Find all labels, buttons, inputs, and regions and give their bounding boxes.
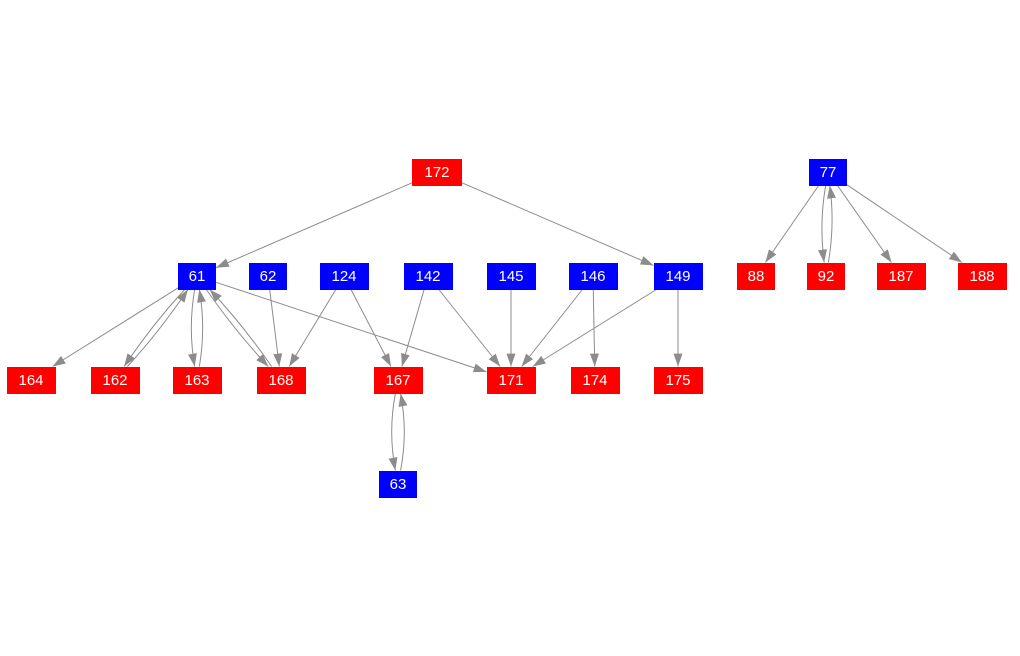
graph-node-168: 168 <box>256 366 306 394</box>
graph-node-145: 145 <box>486 262 536 290</box>
graph-node-label: 172 <box>424 163 450 181</box>
graph-node-149: 149 <box>653 262 703 290</box>
graph-edge-77-88 <box>764 185 820 263</box>
graph-node-label: 146 <box>580 267 606 285</box>
graph-node-label: 88 <box>747 267 765 285</box>
graph-edge-142-171 <box>438 289 501 367</box>
graph-edge-146-171 <box>521 289 583 367</box>
graph-node-164: 164 <box>6 366 56 394</box>
graph-edge-142-167 <box>401 289 425 367</box>
graph-node-172: 172 <box>412 158 462 186</box>
graph-node-label: 63 <box>389 475 407 493</box>
graph-node-label: 164 <box>18 371 44 389</box>
graph-node-146: 146 <box>568 262 618 290</box>
graph-node-label: 145 <box>498 267 524 285</box>
graph-node-label: 175 <box>665 371 691 389</box>
graph-edge-61-163 <box>188 289 197 367</box>
graph-edge-77-92 <box>818 185 827 263</box>
graph-node-label: 163 <box>184 371 210 389</box>
graph-node-label: 168 <box>268 371 294 389</box>
graph-node-167: 167 <box>373 366 423 394</box>
graph-edge-92-77 <box>827 185 836 263</box>
graph-node-171: 171 <box>486 366 536 394</box>
graph-node-label: 142 <box>415 267 441 285</box>
graph-edge-163-61 <box>197 289 206 367</box>
graph-edge-61-162 <box>123 289 185 367</box>
graph-node-label: 124 <box>331 267 357 285</box>
graph-node-124: 124 <box>319 262 369 290</box>
graph-node-label: 188 <box>969 267 995 285</box>
graph-node-88: 88 <box>737 262 775 290</box>
graph-node-label: 162 <box>102 371 128 389</box>
graph-edge-77-187 <box>837 185 892 263</box>
graph-node-label: 174 <box>582 371 608 389</box>
graph-edge-149-171 <box>532 289 657 367</box>
graph-node-187: 187 <box>876 262 926 290</box>
graph-node-175: 175 <box>653 366 703 394</box>
graph-edge-62-168 <box>269 289 283 367</box>
graph-edge-168-61 <box>209 289 273 367</box>
graph-edge-124-167 <box>350 289 392 367</box>
graph-node-142: 142 <box>403 262 453 290</box>
graph-node-label: 77 <box>819 163 837 181</box>
graph-node-label: 167 <box>385 371 411 389</box>
graph-edge-63-167 <box>398 393 408 471</box>
graph-node-77: 77 <box>809 158 847 186</box>
graph-edge-162-61 <box>127 289 189 367</box>
graph-node-label: 61 <box>188 267 206 285</box>
graph-node-174: 174 <box>570 366 620 394</box>
graph-edge-172-149 <box>461 182 654 266</box>
graph-edge-172-61 <box>215 182 413 269</box>
graph-edge-124-168 <box>288 289 337 367</box>
graph-node-label: 149 <box>665 267 691 285</box>
graph-node-163: 163 <box>172 366 222 394</box>
graph-node-92: 92 <box>807 262 845 290</box>
graph-node-63: 63 <box>379 470 417 498</box>
graph-edge-61-164 <box>52 287 179 367</box>
graph-node-162: 162 <box>90 366 140 394</box>
graph-node-label: 187 <box>888 267 914 285</box>
graph-node-label: 62 <box>259 267 277 285</box>
graph-edge-77-188 <box>846 184 963 263</box>
graph-edge-61-171 <box>215 281 487 373</box>
graph-edge-167-63 <box>388 393 398 471</box>
graph-edge-61-168 <box>205 289 269 367</box>
graph-node-61: 61 <box>178 262 216 290</box>
graph-node-label: 92 <box>817 267 835 285</box>
graph-node-188: 188 <box>957 262 1007 290</box>
graph-node-label: 171 <box>498 371 524 389</box>
graph-node-62: 62 <box>249 262 287 290</box>
